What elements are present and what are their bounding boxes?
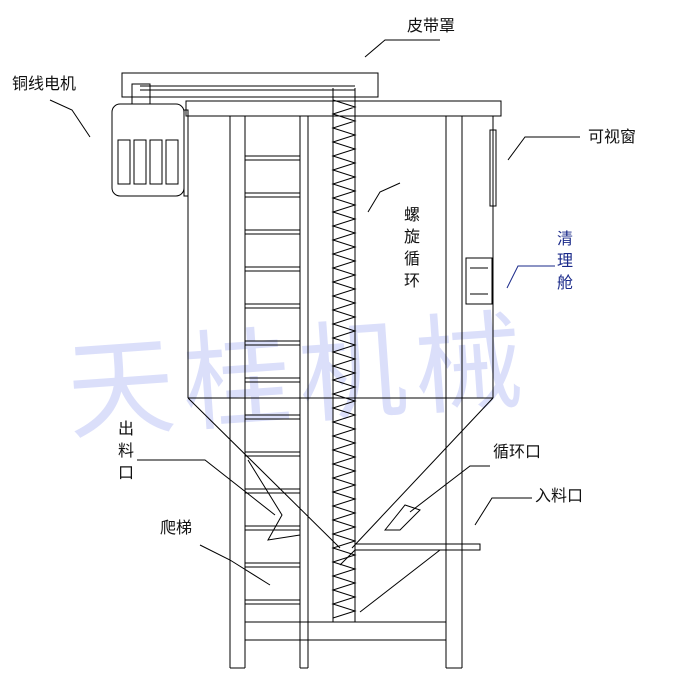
label-motor: 铜线电机 bbox=[12, 74, 77, 93]
discharge-chute bbox=[247, 459, 301, 541]
label-discharge-port: 出料口 bbox=[115, 420, 134, 486]
spiral-flight bbox=[331, 99, 357, 619]
label-spiral-circulation: 螺旋循环 bbox=[401, 206, 420, 294]
belt-cover-shape bbox=[121, 72, 379, 98]
inlet-pipe bbox=[354, 543, 481, 551]
label-inlet-port: 入料口 bbox=[535, 486, 584, 505]
label-ladder: 爬梯 bbox=[160, 518, 193, 537]
spiral-screw bbox=[331, 88, 357, 622]
label-cleaning-hatch: 清理舱 bbox=[554, 230, 573, 296]
motor-shape bbox=[111, 83, 189, 197]
label-belt-cover: 皮带罩 bbox=[407, 16, 456, 35]
top-plate bbox=[185, 100, 502, 117]
sight-window-shape bbox=[489, 129, 497, 207]
frame-legs bbox=[229, 116, 463, 669]
circulation-port-shape bbox=[383, 504, 421, 531]
leader-lines bbox=[49, 39, 580, 586]
ladder-rungs bbox=[245, 155, 300, 605]
tank-body bbox=[187, 116, 494, 549]
label-circulation-port: 循环口 bbox=[493, 442, 542, 461]
label-sight-window: 可视窗 bbox=[588, 127, 637, 146]
cleaning-hatch-shape bbox=[465, 257, 493, 305]
